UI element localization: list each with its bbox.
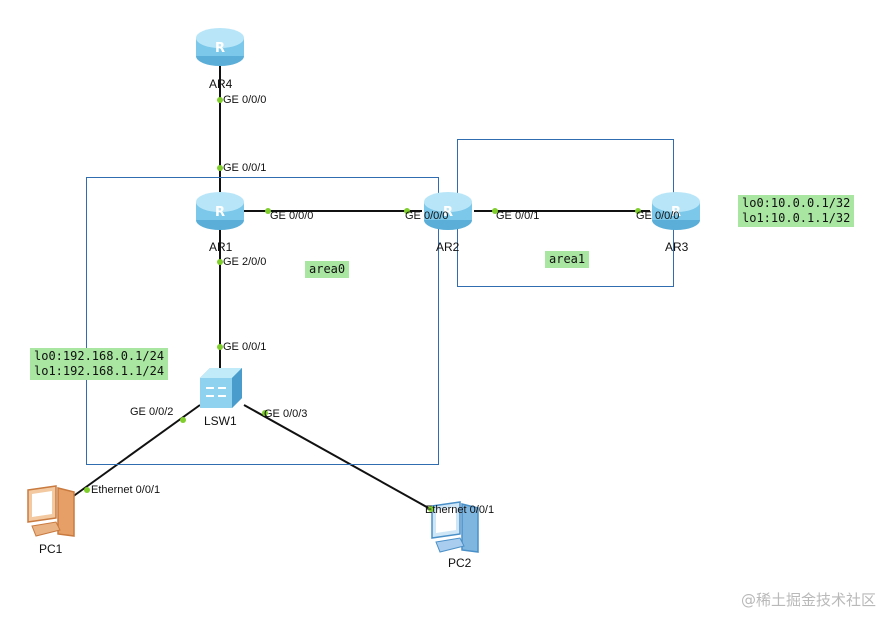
area1-label: area1 <box>545 251 590 268</box>
pc-icon <box>27 485 75 537</box>
lsw1-switch[interactable] <box>196 364 246 415</box>
ar2-ge000-dot <box>404 208 410 214</box>
ar3-lo0-address: lo0:10.0.0.1/32 <box>742 196 851 210</box>
pc1-eth-label: Ethernet 0/0/1 <box>91 484 161 496</box>
ar4-ge000-label: GE 0/0/0 <box>223 94 267 106</box>
ar4-label: AR4 <box>209 77 233 91</box>
ar3-label: AR3 <box>665 240 689 254</box>
ar1-loopback-box: lo0:192.168.0.1/24 lo1:192.168.1.1/24 <box>30 348 169 380</box>
svg-text:R: R <box>215 205 225 220</box>
ar2-ge001-dot <box>492 208 498 214</box>
router-icon: R <box>424 192 472 230</box>
pc2-eth-dot <box>428 506 434 512</box>
ar1-ge000-label: GE 0/0/0 <box>270 210 314 222</box>
lsw1-ge001-label: GE 0/0/1 <box>223 341 267 353</box>
ar1-lo0-address: lo0:192.168.0.1/24 <box>34 349 165 363</box>
ar2-ge001-label: GE 0/0/1 <box>496 210 540 222</box>
ar3-ge000-dot <box>635 208 641 214</box>
ar1-lo1-address: lo1:192.168.1.1/24 <box>34 364 165 378</box>
ar3-loopback-box: lo0:10.0.0.1/32 lo1:10.0.1.1/32 <box>738 195 855 227</box>
ar3-lo1-address: lo1:10.0.1.1/32 <box>742 211 851 225</box>
ar1-ge001-label: GE 0/0/1 <box>223 162 267 174</box>
ar1-ge000-dot <box>265 208 271 214</box>
router-icon: R <box>196 28 244 66</box>
router-icon: R <box>196 192 244 230</box>
watermark: @稀土掘金技术社区 <box>740 591 876 609</box>
ar2-label: AR2 <box>436 240 460 254</box>
area0-label: area0 <box>305 261 350 278</box>
svg-text:R: R <box>443 205 453 220</box>
lsw1-label: LSW1 <box>204 414 237 428</box>
ar2-router[interactable]: R <box>422 188 474 237</box>
ar4-ge000-dot <box>217 97 223 103</box>
pc2-eth-label: Ethernet 0/0/1 <box>425 504 495 516</box>
lsw1-ge003-dot <box>262 410 268 416</box>
pc1-eth-dot <box>84 487 90 493</box>
ar3-ge000-label: GE 0/0/0 <box>636 210 680 222</box>
pc2[interactable] <box>430 500 482 561</box>
pc-icon <box>431 501 479 553</box>
lsw1-ge002-label: GE 0/0/2 <box>130 406 174 418</box>
area0-boundary <box>86 177 439 465</box>
link-lsw1-pc2[interactable] <box>243 404 451 521</box>
svg-text:R: R <box>215 41 225 56</box>
lsw1-ge003-label: GE 0/0/3 <box>264 408 308 420</box>
ar1-label: AR1 <box>209 240 233 254</box>
ar2-ge000-label: GE 0/0/0 <box>405 210 449 222</box>
ar1-ge200-dot <box>217 259 223 265</box>
lsw1-ge001-dot <box>217 344 223 350</box>
pc2-label: PC2 <box>448 556 472 570</box>
switch-icon <box>200 368 242 408</box>
link-lsw1-pc1[interactable] <box>67 404 201 501</box>
ar1-ge001-dot <box>217 165 223 171</box>
pc1-label: PC1 <box>39 542 63 556</box>
ar1-router[interactable]: R <box>194 188 246 237</box>
ar1-ge200-label: GE 2/0/0 <box>223 256 267 268</box>
ar3-router[interactable]: R <box>650 188 702 237</box>
ar4-router[interactable]: R <box>194 24 246 73</box>
svg-text:R: R <box>671 205 681 220</box>
lsw1-ge002-dot <box>180 417 186 423</box>
pc1[interactable] <box>26 484 78 545</box>
router-icon: R <box>652 192 700 230</box>
